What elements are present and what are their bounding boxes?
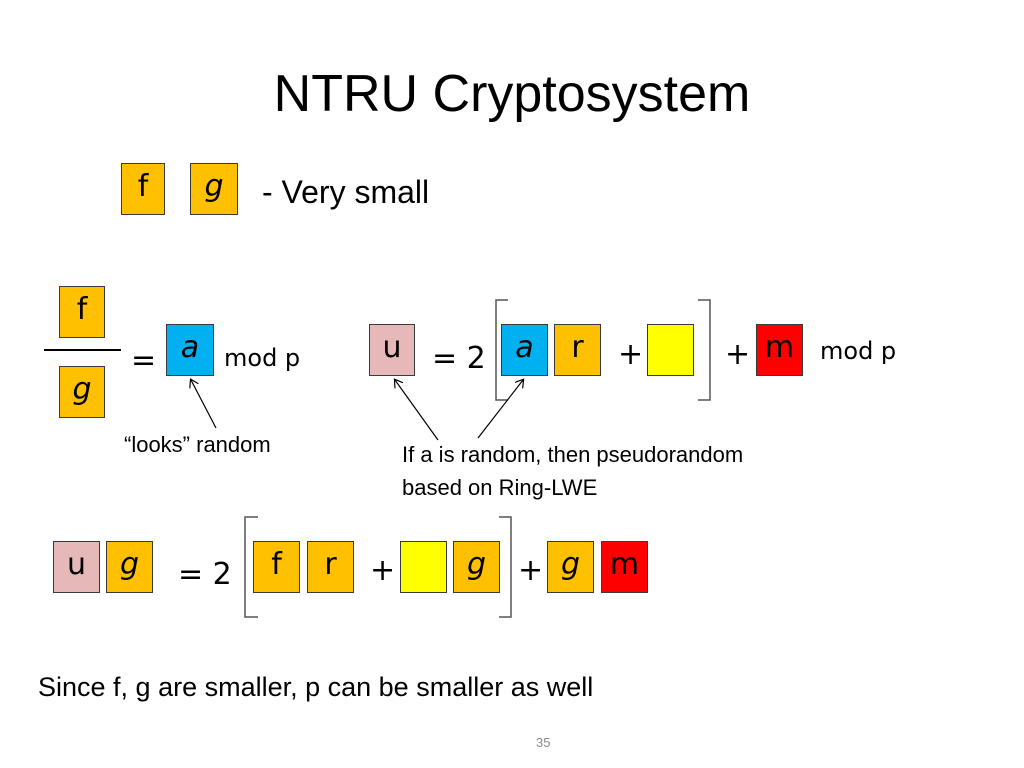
eq2-right-bracket <box>698 299 711 401</box>
eq1-numerator-f: f <box>59 286 105 338</box>
eq2-m-box: m <box>756 324 803 376</box>
key-f-box: f <box>121 163 165 215</box>
eq2-r-box: r <box>554 324 601 376</box>
eq3-m-box: m <box>601 541 648 593</box>
looks-random-caption: “looks” random <box>124 432 271 457</box>
conclusion-text: Since f, g are smaller, p can be smaller… <box>38 672 594 702</box>
ring-lwe-caption-line-2: based on Ring-LWE <box>402 475 598 500</box>
eq3-noise-box <box>400 541 447 593</box>
arrow-to-eq2-u <box>395 380 439 441</box>
eq1-mod-p: mod p <box>224 344 301 372</box>
eq3-equals-two: = 2 <box>178 557 232 592</box>
very-small-note: - Very small <box>262 174 430 210</box>
eq1-equals: = <box>131 343 157 378</box>
page-number: 35 <box>536 735 551 750</box>
eq3-plus-2: + <box>518 553 544 588</box>
eq3-f-box: f <box>253 541 300 593</box>
ring-lwe-caption-line-1: If a is random, then pseudorandom <box>402 442 744 467</box>
eq3-r-box: r <box>307 541 354 593</box>
eq2-a-box: a <box>501 324 548 376</box>
eq3-msg-g-box: g <box>547 541 594 593</box>
eq3-right-bracket <box>499 516 512 618</box>
eq2-mod-p: mod p <box>820 337 897 365</box>
eq2-u-box: u <box>369 324 415 376</box>
eq2-equals-two: = 2 <box>432 341 486 376</box>
key-g-box: g <box>190 163 238 215</box>
eq3-plus-1: + <box>370 553 396 588</box>
arrow-to-eq1-a <box>191 380 217 429</box>
eq3-left-bracket <box>244 516 258 618</box>
slide-title: NTRU Cryptosystem <box>273 65 751 123</box>
fraction-bar <box>44 349 121 351</box>
eq3-noise-g-box: g <box>453 541 500 593</box>
eq2-left-bracket <box>495 299 508 401</box>
eq3-u-box: u <box>53 541 100 593</box>
eq1-a-box: a <box>166 324 214 376</box>
eq2-plus-1: + <box>618 337 644 372</box>
eq2-noise-box <box>647 324 694 376</box>
eq3-g-box: g <box>106 541 153 593</box>
eq2-plus-2: + <box>725 337 751 372</box>
eq1-denominator-g: g <box>59 366 105 418</box>
arrow-to-eq2-a <box>477 380 523 439</box>
